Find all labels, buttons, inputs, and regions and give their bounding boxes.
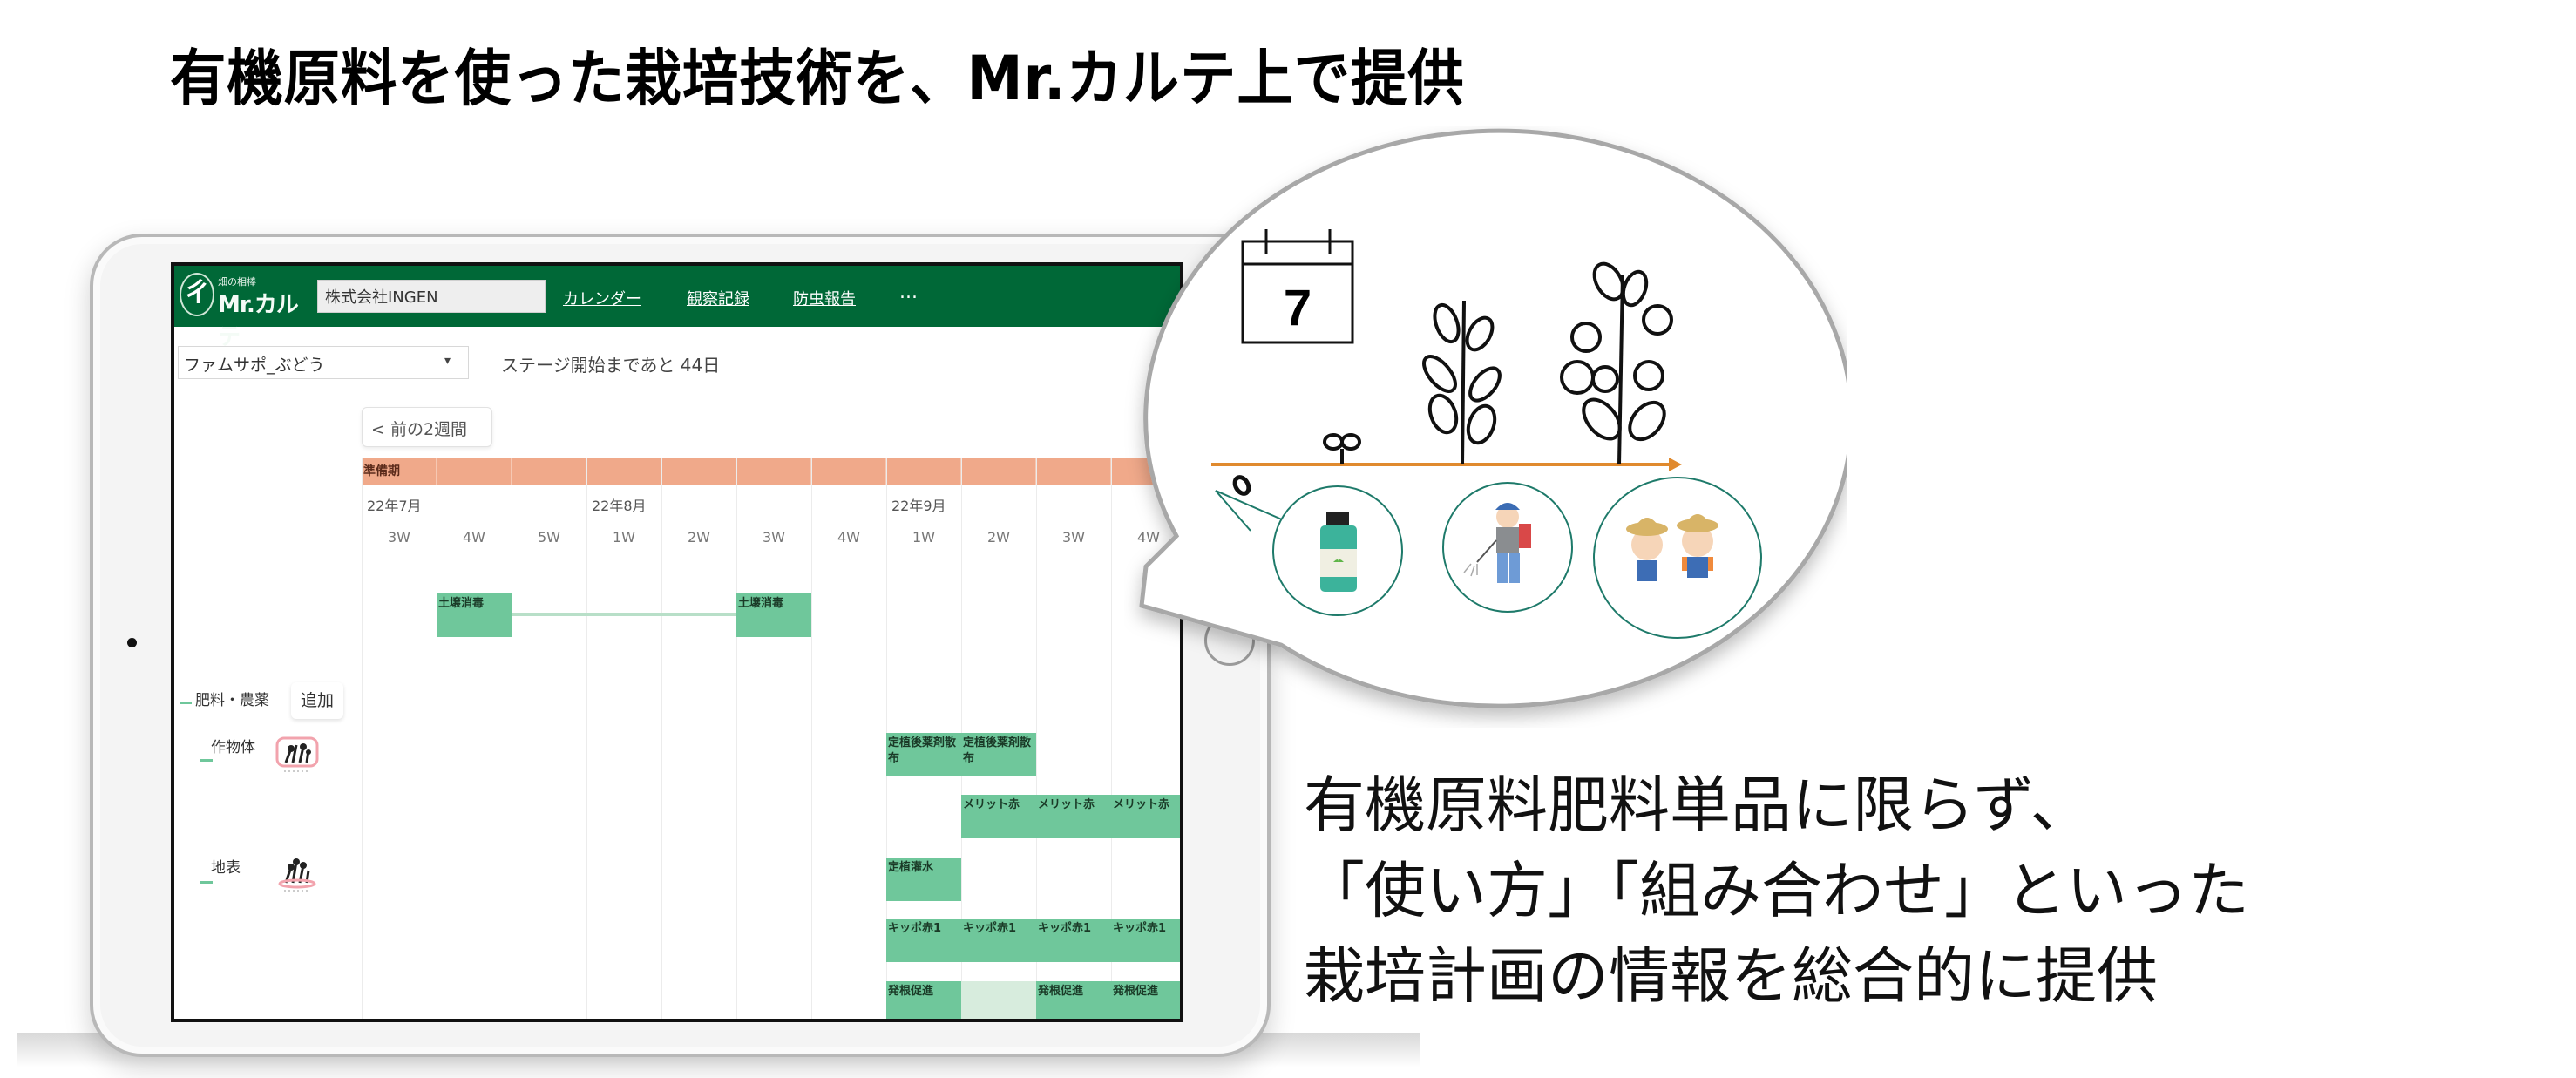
week-label: 1W — [613, 529, 635, 546]
logo-mark-icon: ㄔ — [180, 273, 214, 316]
month-label: 22年8月 — [592, 498, 647, 514]
stage-band-cell — [661, 458, 736, 485]
app-logo[interactable]: ㄔ 畑の相棒 Mr.カルテ — [180, 271, 302, 350]
week-label: 4W — [1137, 529, 1160, 546]
logo-tagline: 畑の相棒 — [218, 276, 256, 288]
task-block-spray[interactable]: 定植後薬剤散布 — [961, 733, 1036, 776]
task-block-merit[interactable]: メリット赤 — [961, 795, 1036, 838]
row-marker — [200, 881, 213, 884]
task-block-watering[interactable]: 定植灌水 — [886, 858, 961, 901]
nav-observation-record[interactable]: 観察記録 — [687, 290, 749, 308]
row-label-ground: 地表 — [211, 859, 241, 877]
timeline-arrow-icon — [1211, 458, 1682, 471]
farmer-spraying-icon — [1442, 482, 1573, 613]
grid-line — [362, 458, 363, 1019]
week-label: 1W — [912, 529, 935, 546]
nav-more-button[interactable]: ... — [899, 281, 918, 303]
week-label: 5W — [538, 529, 560, 546]
stage-countdown: ステージ開始まであと 44日 — [501, 355, 721, 376]
stage-band-cell — [886, 458, 961, 485]
stage-band-cell — [736, 458, 811, 485]
row-marker — [180, 702, 192, 704]
young-plant-icon — [1422, 300, 1502, 465]
task-block-root-promotion[interactable]: 発根促進 — [886, 981, 961, 1019]
crop-select[interactable]: ファムサポ_ぶどう ▾ — [178, 346, 469, 379]
tablet-camera — [127, 638, 137, 647]
happy-farmer-kids-icon — [1593, 477, 1762, 639]
description-line: 栽培計画の情報を総合的に提供 — [1304, 940, 2158, 1012]
stage-band-cell — [362, 458, 437, 485]
grid-line — [736, 458, 737, 1019]
task-block-merit[interactable]: メリット赤 — [1111, 795, 1180, 838]
task-block-kippo[interactable]: キッポ赤1 — [886, 919, 961, 962]
nav-calendar[interactable]: カレンダー — [563, 290, 641, 308]
company-input[interactable] — [317, 280, 546, 313]
stage-band-cell — [961, 458, 1036, 485]
task-connector — [512, 613, 736, 616]
description-text: 有機原料肥料単品に限らず、 「使い方」「組み合わせ」といった 栽培計画の情報を総… — [1304, 763, 2249, 1019]
app-header: ㄔ 畑の相棒 Mr.カルテ カレンダー 観察記録 防虫報告 ... — [174, 266, 1180, 350]
week-label: 3W — [388, 529, 410, 546]
crop-select-value: ファムサポ_ぶどう — [184, 356, 325, 375]
task-block-root-promotion[interactable]: 発根促進 — [1111, 981, 1180, 1019]
task-block-spray[interactable]: 定植後薬剤散布 — [886, 733, 961, 776]
row-label-crop: 作物体 — [211, 739, 255, 756]
logo-name: Mr.カルテ — [218, 292, 299, 350]
row-marker — [200, 759, 213, 762]
page-title: 有機原料を使った栽培技術を、Mr.カルテ上で提供 — [170, 43, 1465, 114]
task-block-merit[interactable]: メリット赤 — [1036, 795, 1111, 838]
calendar-icon: 7 — [1241, 229, 1354, 344]
task-block-kippo[interactable]: キッポ赤1 — [961, 919, 1036, 962]
month-label: 22年7月 — [367, 498, 422, 514]
ground-plant-icon[interactable] — [275, 855, 319, 893]
bubble-shape: 7 — [1139, 128, 1847, 708]
chevron-down-icon: ▾ — [444, 354, 451, 368]
week-label: 3W — [1062, 529, 1085, 546]
grid-line — [661, 458, 662, 1019]
description-line: 有機原料肥料単品に限らず、 — [1304, 770, 2091, 841]
stage-band-cell — [437, 458, 512, 485]
sprout-icon — [1323, 433, 1361, 464]
app-screen: ㄔ 畑の相棒 Mr.カルテ カレンダー 観察記録 防虫報告 ... ファムサポ_… — [171, 262, 1183, 1022]
month-label: 22年9月 — [891, 498, 946, 514]
task-block-kippo[interactable]: キッポ赤1 — [1111, 919, 1180, 962]
task-block-soil-disinfection[interactable]: 土壌消毒 — [736, 593, 811, 637]
grid-line — [586, 458, 587, 1019]
row-label-fertilizer: 肥料・農薬 — [195, 692, 269, 709]
task-block-root-promotion[interactable]: 発根促進 — [1036, 981, 1111, 1019]
task-block-empty[interactable] — [961, 981, 1036, 1019]
growth-timeline-bubble: 7 — [1124, 126, 1847, 719]
stage-band-cell — [586, 458, 661, 485]
task-block-kippo[interactable]: キッポ赤1 — [1036, 919, 1111, 962]
description-line: 「使い方」「組み合わせ」といった — [1304, 855, 2249, 926]
crop-plant-icon[interactable] — [275, 736, 319, 775]
grid-line — [1111, 458, 1112, 1019]
task-block-soil-disinfection[interactable]: 土壌消毒 — [437, 593, 512, 637]
stage-band-cell — [1036, 458, 1111, 485]
week-label: 3W — [763, 529, 785, 546]
stage-band: 準備期 — [362, 458, 1180, 485]
cultivation-calendar-grid: 準備期 22年7月 22年8月 22年9月 3W 4W 5W 1W 2W 3W … — [362, 266, 1180, 1019]
week-label: 2W — [987, 529, 1010, 546]
stage-band-cell — [811, 458, 886, 485]
fertilizer-bottle-icon — [1215, 485, 1403, 616]
nav-pest-report[interactable]: 防虫報告 — [793, 290, 856, 308]
add-button[interactable]: 追加 — [291, 682, 343, 719]
seed-icon — [1232, 475, 1251, 496]
svg-text:7: 7 — [1284, 280, 1312, 336]
week-label: 4W — [463, 529, 485, 546]
week-label: 2W — [688, 529, 710, 546]
stage-band-cell — [512, 458, 586, 485]
prev-two-weeks-button[interactable]: < 前の2週間 — [362, 407, 492, 447]
flowering-plant-icon — [1560, 261, 1673, 465]
grid-line — [1036, 458, 1037, 1019]
week-label: 4W — [837, 529, 860, 546]
stage-label: 準備期 — [363, 464, 400, 478]
grid-line — [811, 458, 812, 1019]
